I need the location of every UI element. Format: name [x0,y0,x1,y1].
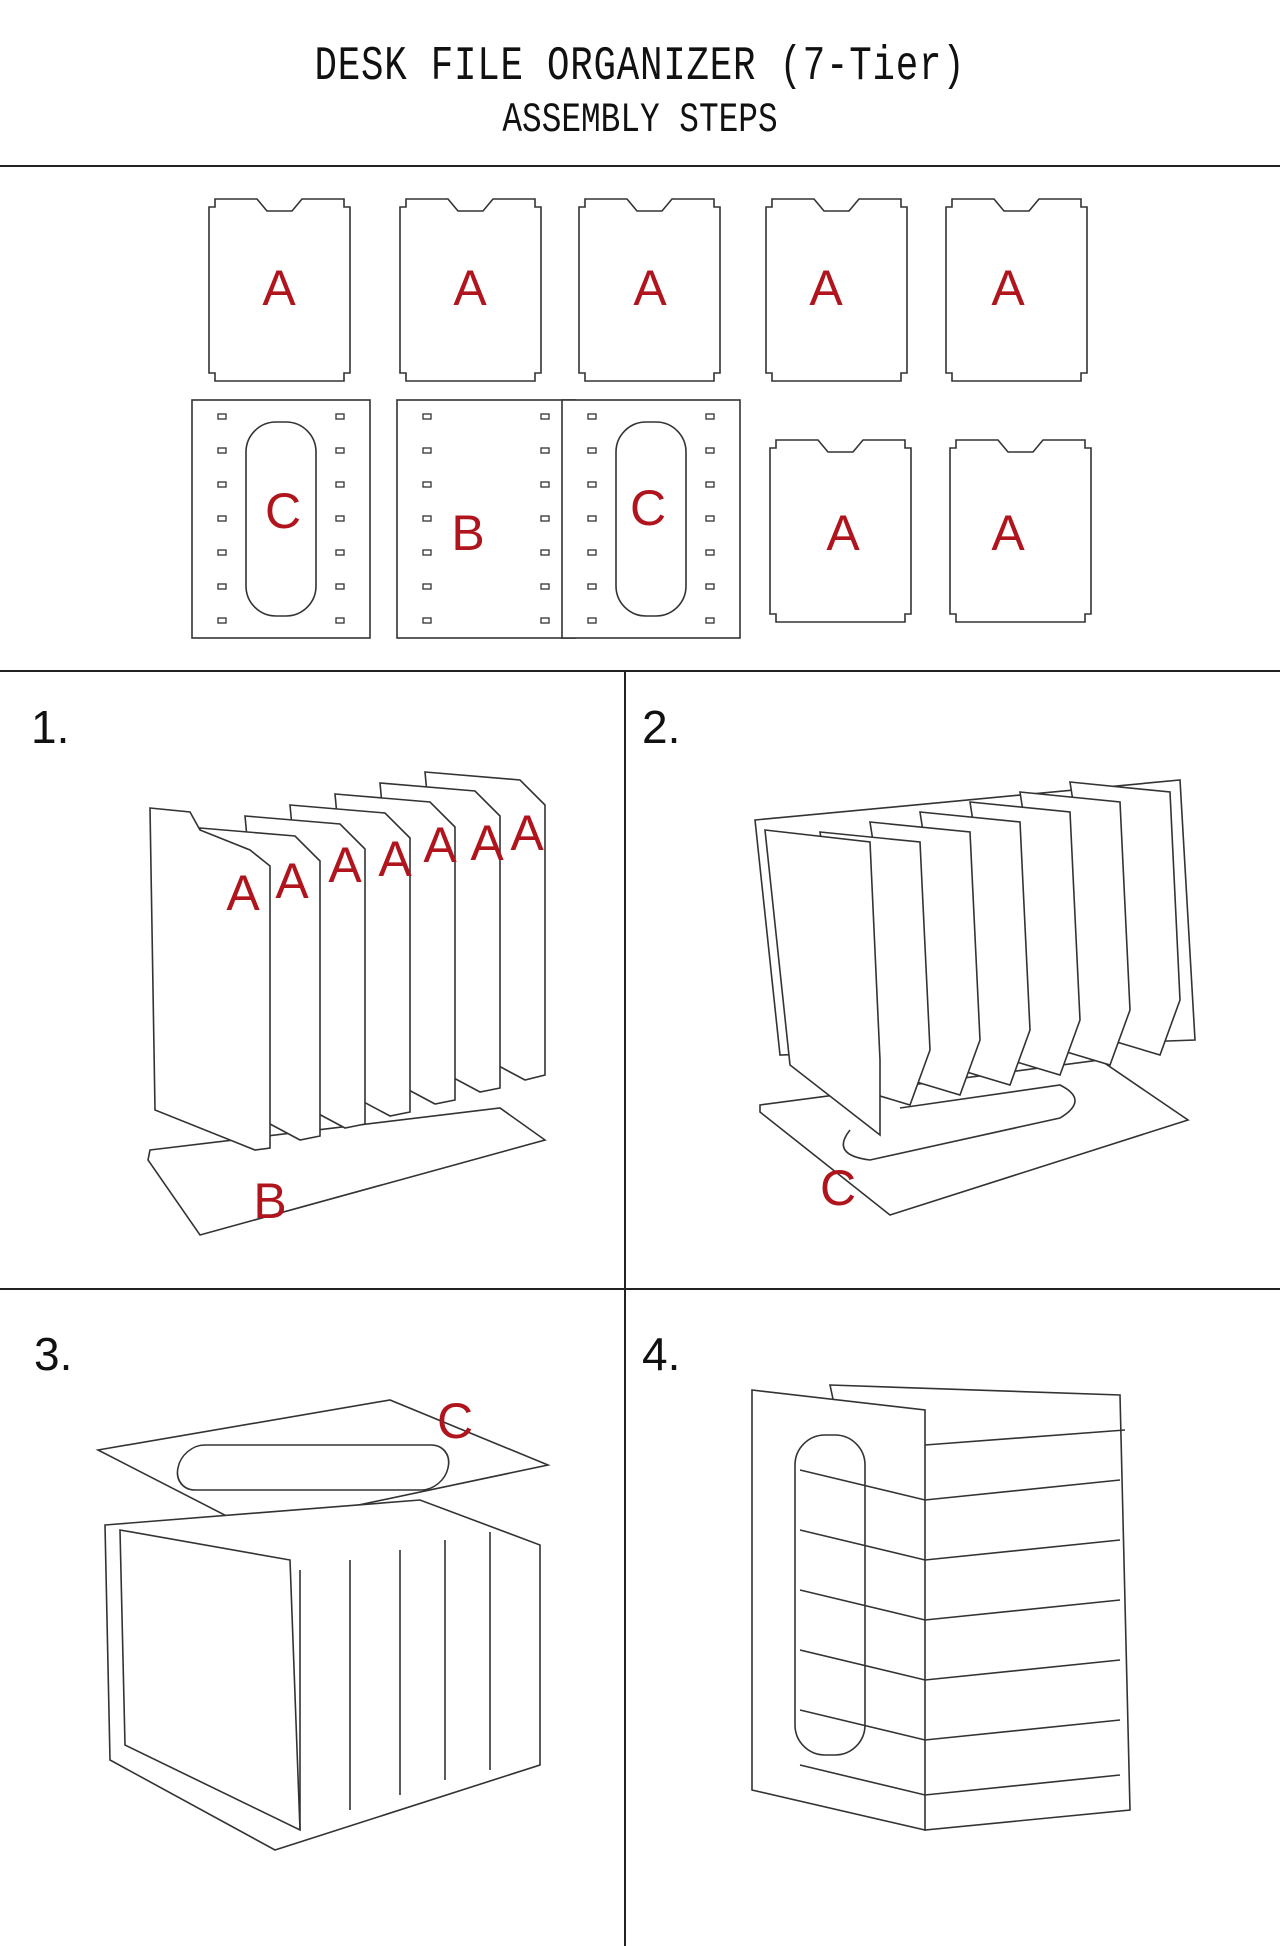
part-label: A [423,817,457,873]
part-c: C [562,400,740,638]
divider [0,670,1280,672]
part-b: B [397,400,575,638]
part-label: B [451,505,484,561]
part-a: A [578,198,721,382]
part-label: C [820,1160,856,1216]
part-label: A [991,260,1025,316]
part-label: A [453,260,487,316]
step-1-number: 1. [31,701,70,753]
part-label: A [470,815,504,871]
part-label: A [510,805,544,861]
part-c: C [192,400,370,638]
part-a: A [399,198,542,382]
document-subtitle: ASSEMBLY STEPS [502,96,778,144]
part-label: A [378,831,412,887]
part-label: A [226,865,260,921]
step-3-number: 3. [34,1328,73,1380]
step-4-illustration [751,1384,1131,1832]
part-a: A [945,198,1088,382]
part-label: A [275,853,309,909]
part-a: A [949,439,1092,623]
part-a: A [208,198,351,382]
part-label: A [262,260,296,316]
part-label: A [809,260,843,316]
divider [624,670,626,1946]
part-label: C [437,1393,473,1449]
part-label: B [253,1173,286,1229]
step-1-illustration: A A A A A A A B [147,771,547,1236]
part-label: A [328,837,362,893]
divider [0,165,1280,167]
divider [0,1288,1280,1290]
part-label: C [265,483,301,539]
part-label: A [826,505,860,561]
step-2-illustration: C [754,779,1196,1216]
part-label: A [633,260,667,316]
document-title: DESK FILE ORGANIZER (7-Tier) [314,40,966,94]
part-label: C [630,480,666,536]
step-4-number: 4. [642,1328,681,1380]
part-a: A [769,439,912,623]
step-2-number: 2. [642,701,681,753]
part-a: A [765,198,908,382]
part-label: A [991,505,1025,561]
step-3-illustration: C [95,1393,551,1851]
